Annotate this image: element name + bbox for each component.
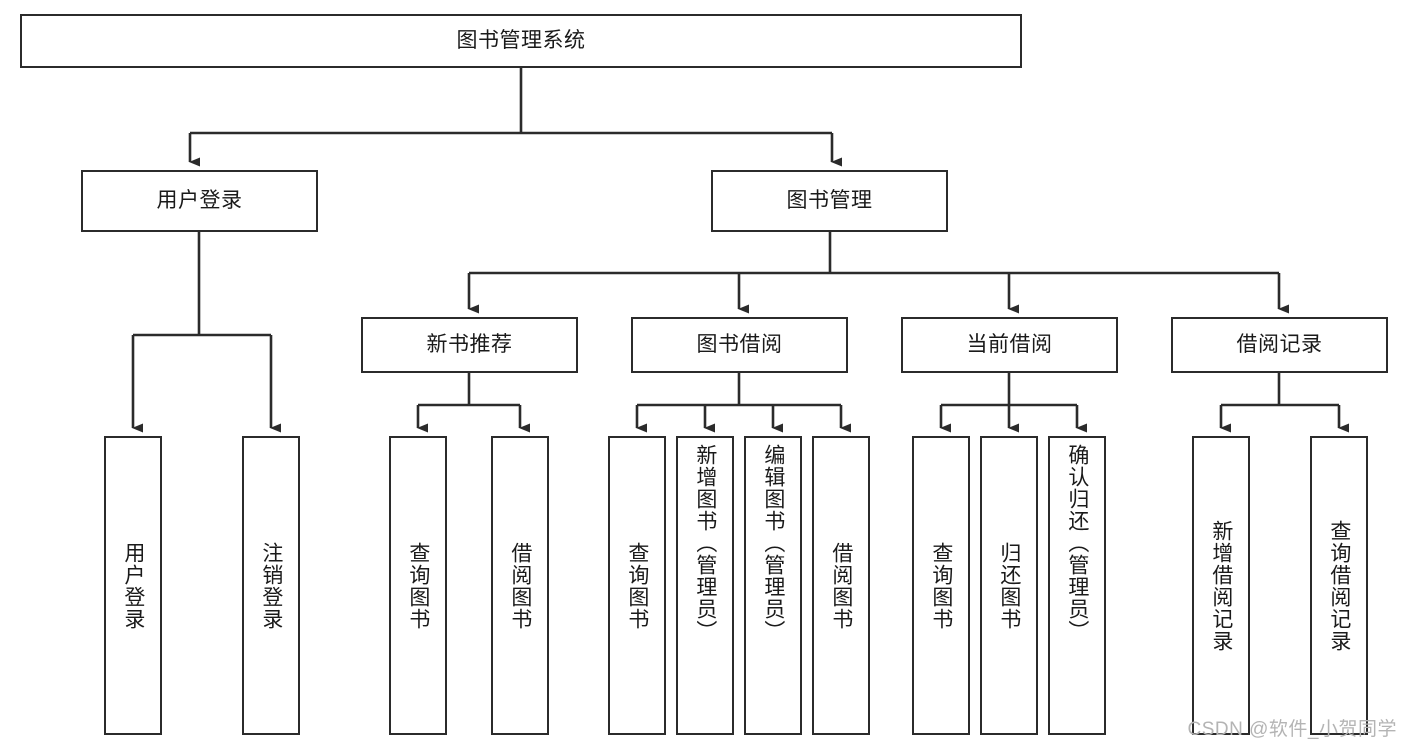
leaf-label: 查询借阅记录 — [1327, 519, 1351, 652]
node-label: 借阅记录 — [1236, 333, 1323, 357]
leaf-label: 新增借阅记录 — [1209, 519, 1233, 652]
node-label: 图书管理系统 — [456, 29, 586, 53]
leaf-edit-book-admin[interactable]: 编辑图书（管理员） — [744, 436, 802, 735]
node-label: 当前借阅 — [966, 333, 1053, 357]
node-label: 图书借阅 — [696, 333, 783, 357]
leaf-query-borrow-record[interactable]: 查询借阅记录 — [1310, 436, 1368, 735]
leaf-confirm-return-admin[interactable]: 确认归还（管理员） — [1048, 436, 1106, 735]
leaf-label: 注销登录 — [259, 541, 283, 630]
node-current-borrow[interactable]: 当前借阅 — [901, 317, 1118, 373]
leaf-query-book-current[interactable]: 查询图书 — [912, 436, 970, 735]
node-new-book-recommend[interactable]: 新书推荐 — [361, 317, 578, 373]
node-label: 用户登录 — [156, 189, 243, 213]
leaf-query-book-borrow[interactable]: 查询图书 — [608, 436, 666, 735]
leaf-logout[interactable]: 注销登录 — [242, 436, 300, 735]
leaf-label: 归还图书 — [997, 541, 1021, 630]
leaf-borrow-book[interactable]: 借阅图书 — [812, 436, 870, 735]
leaf-query-book-newbook[interactable]: 查询图书 — [389, 436, 447, 735]
leaf-label: 确认归还（管理员） — [1065, 444, 1089, 642]
leaf-borrow-book-newbook[interactable]: 借阅图书 — [491, 436, 549, 735]
leaf-add-borrow-record[interactable]: 新增借阅记录 — [1192, 436, 1250, 735]
leaf-return-book[interactable]: 归还图书 — [980, 436, 1038, 735]
node-borrow-record[interactable]: 借阅记录 — [1171, 317, 1388, 373]
leaf-label: 借阅图书 — [508, 541, 532, 630]
leaf-label: 查询图书 — [406, 541, 430, 630]
leaf-user-login[interactable]: 用户登录 — [104, 436, 162, 735]
leaf-label: 查询图书 — [929, 541, 953, 630]
leaf-label: 编辑图书（管理员） — [761, 444, 785, 642]
leaf-label: 借阅图书 — [829, 541, 853, 630]
leaf-label: 新增图书（管理员） — [693, 444, 717, 642]
node-book-management[interactable]: 图书管理 — [711, 170, 948, 232]
leaf-label: 查询图书 — [625, 541, 649, 630]
node-label: 新书推荐 — [426, 333, 513, 357]
leaf-add-book-admin[interactable]: 新增图书（管理员） — [676, 436, 734, 735]
leaf-label: 用户登录 — [121, 541, 145, 630]
node-book-borrow[interactable]: 图书借阅 — [631, 317, 848, 373]
csdn-watermark: CSDN @软件_小贺同学 — [1187, 719, 1397, 740]
node-root-book-management-system[interactable]: 图书管理系统 — [20, 14, 1022, 68]
node-user-login[interactable]: 用户登录 — [81, 170, 318, 232]
node-label: 图书管理 — [786, 189, 873, 213]
